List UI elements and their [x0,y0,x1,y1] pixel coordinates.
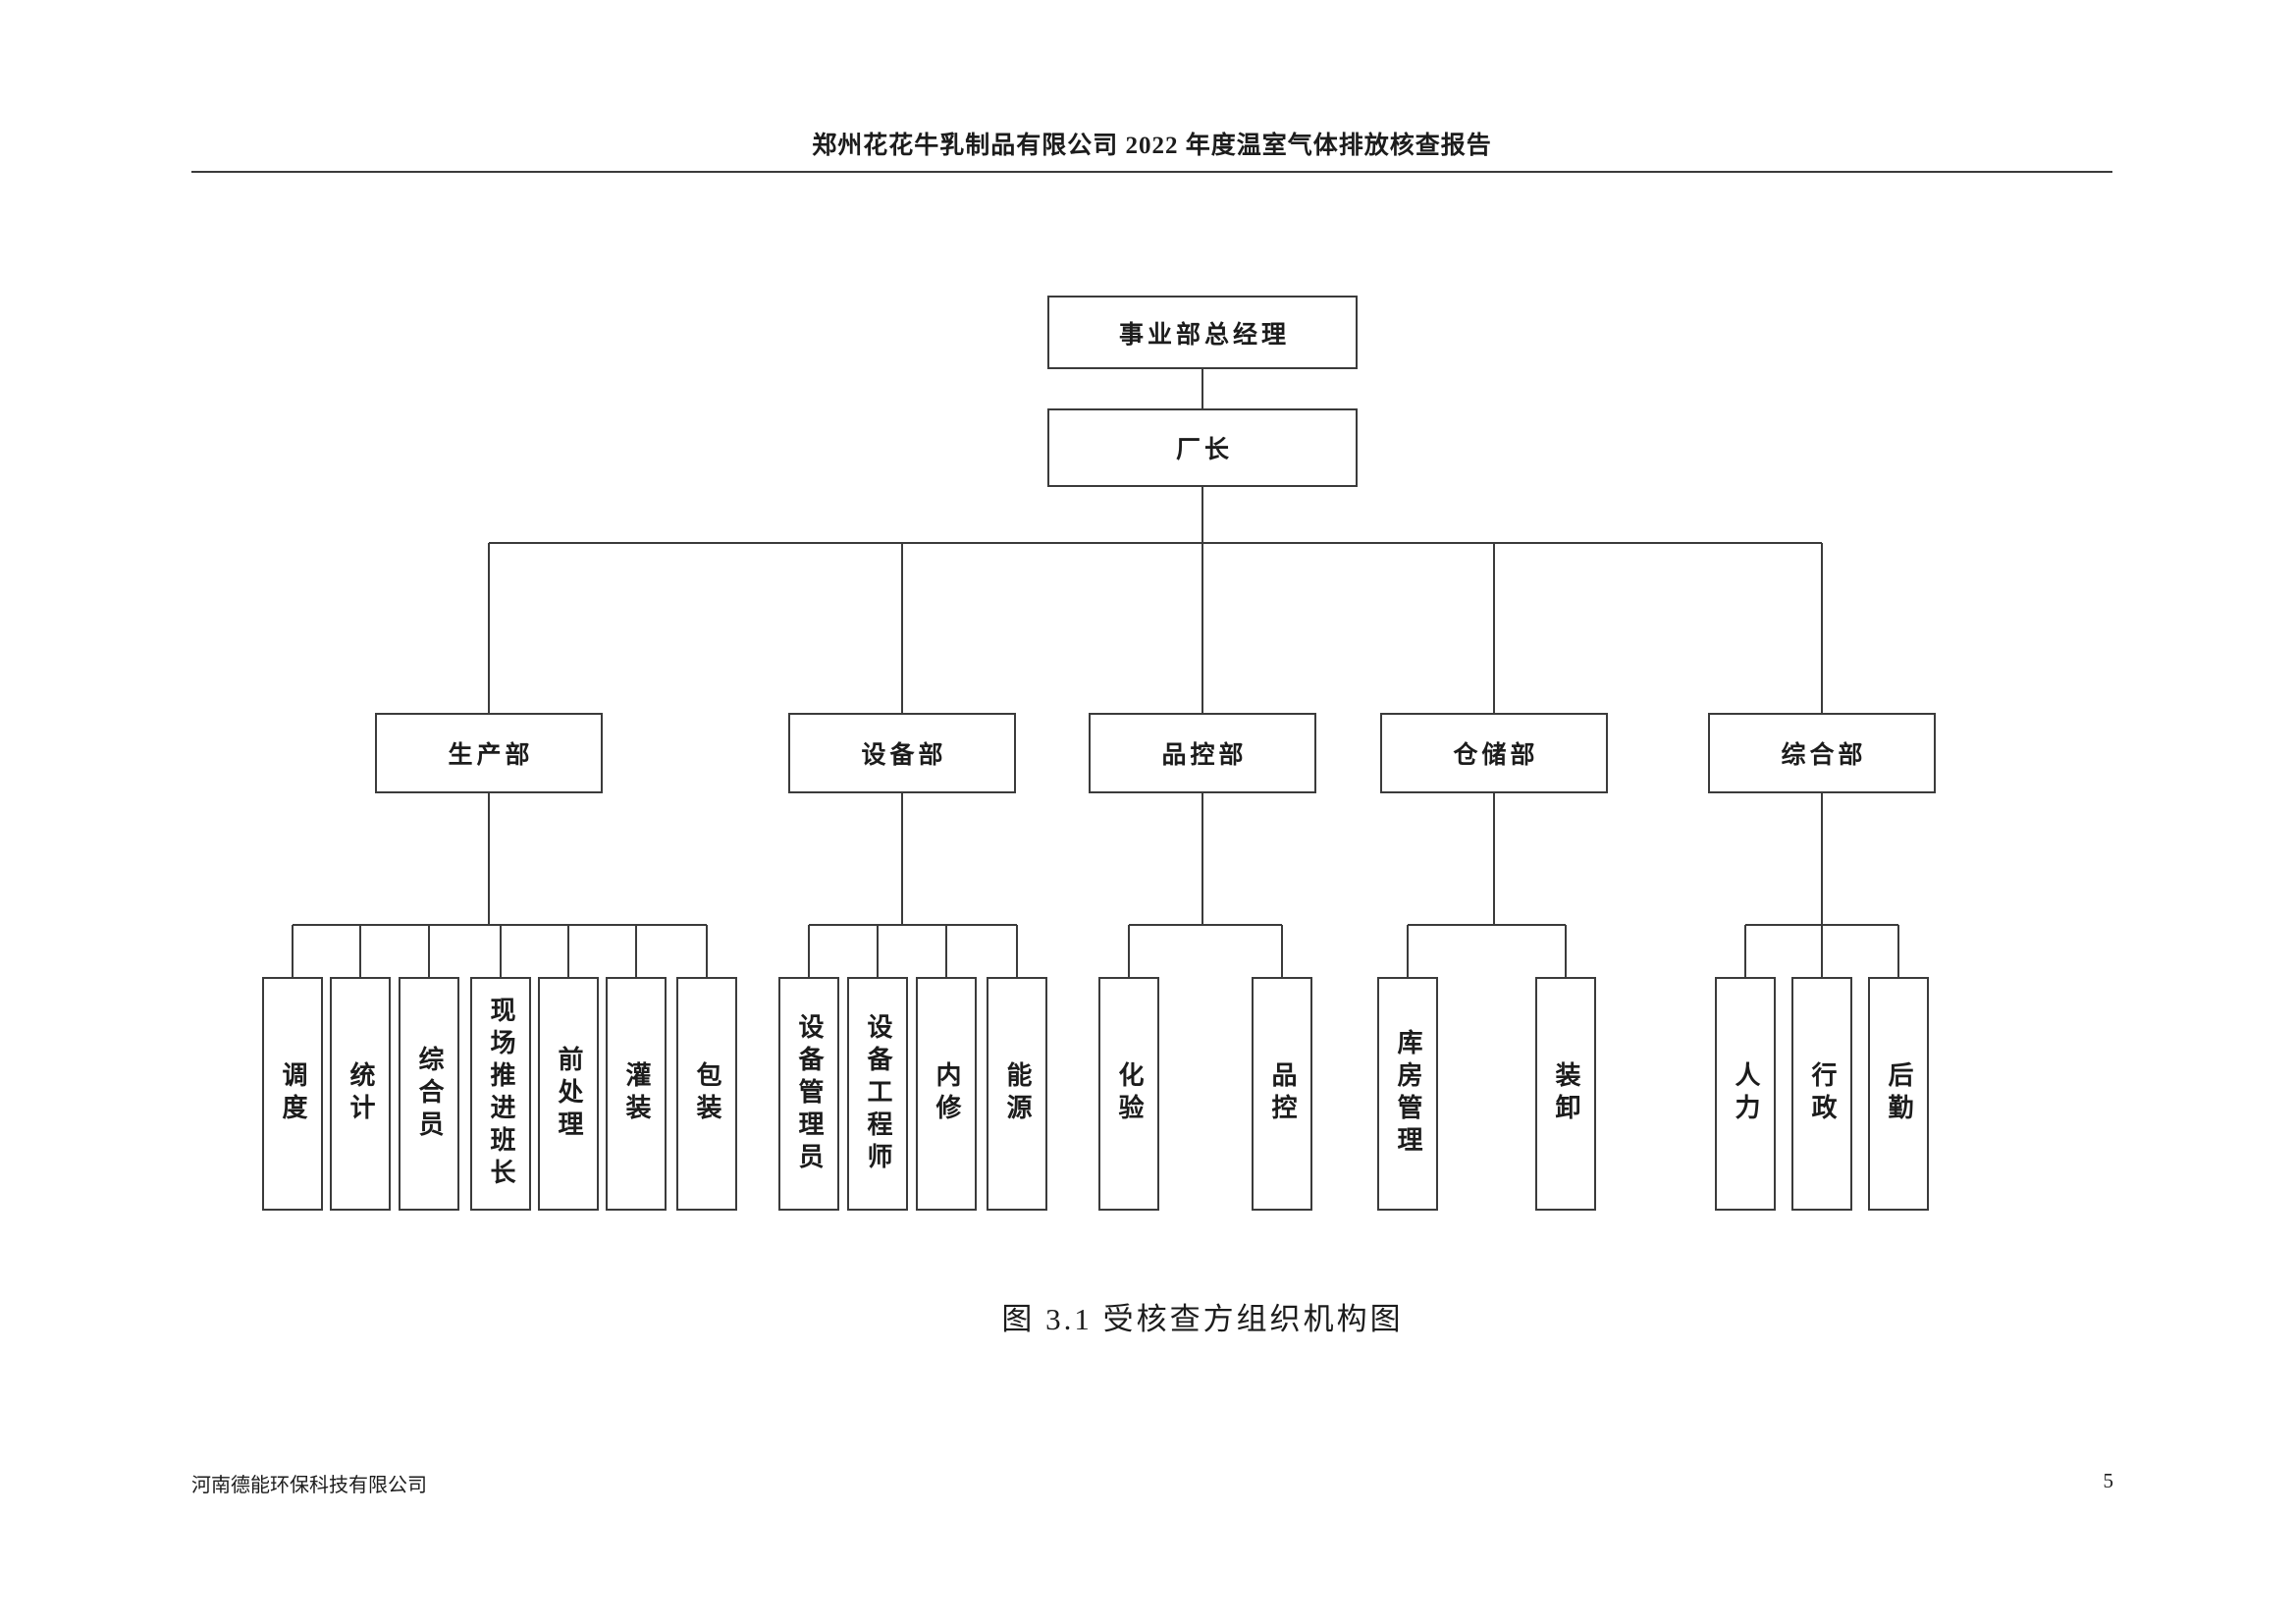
leaf-node-equipment-engineer: 设备工程师 [847,977,908,1211]
dept-node-general-affairs: 综合部 [1708,713,1936,793]
dept-node-production: 生产部 [375,713,603,793]
leaf-node-label: 灌装 [622,1061,651,1126]
leaf-node-loading-unloading: 装卸 [1535,977,1596,1211]
leaf-node-internal-repair: 内修 [916,977,977,1211]
leaf-node-label: 现场推进班长 [487,997,515,1191]
org-node-division-general-manager: 事业部总经理 [1047,296,1358,369]
leaf-node-label: 能源 [1003,1061,1032,1126]
leaf-node-label: 调度 [279,1061,307,1126]
dept-node-label: 仓储部 [1453,742,1539,769]
dept-node-quality-control: 品控部 [1089,713,1316,793]
leaf-node-quality-control: 品控 [1252,977,1312,1211]
org-node-label: 厂长 [1175,437,1233,463]
page-header-title: 郑州花花牛乳制品有限公司 2022 年度温室气体排放核查报告 [812,133,1492,159]
leaf-node-label: 设备管理员 [795,1012,824,1175]
leaf-node-label: 包装 [693,1061,721,1126]
leaf-node-lab-test: 化验 [1098,977,1159,1211]
leaf-node-administration: 行政 [1791,977,1852,1211]
dept-node-label: 生产部 [448,742,534,769]
footer-page-number: 5 [2103,1469,2114,1492]
leaf-node-label: 设备工程师 [864,1012,892,1175]
leaf-node-label: 综合员 [415,1045,444,1143]
leaf-node-statistics: 统计 [330,977,391,1211]
leaf-node-label: 库房管理 [1394,1029,1422,1159]
leaf-node-label: 化验 [1115,1061,1144,1126]
leaf-node-packaging: 包装 [676,977,737,1211]
footer-company-name: 河南德能环保科技有限公司 [191,1475,427,1496]
leaf-node-general-clerk: 综合员 [399,977,459,1211]
org-node-factory-director: 厂长 [1047,408,1358,487]
leaf-node-equipment-administrator: 设备管理员 [778,977,839,1211]
org-node-label: 事业部总经理 [1118,321,1290,349]
dept-node-label: 品控部 [1161,742,1248,769]
header-rule [191,171,2112,173]
leaf-node-dispatch: 调度 [262,977,323,1211]
leaf-node-warehouse-management: 库房管理 [1377,977,1438,1211]
leaf-node-energy: 能源 [987,977,1047,1211]
leaf-node-label: 内修 [933,1061,961,1126]
leaf-node-pretreatment: 前处理 [538,977,599,1211]
leaf-node-label: 行政 [1808,1061,1837,1126]
dept-node-label: 综合部 [1781,742,1867,769]
dept-node-warehouse: 仓储部 [1380,713,1608,793]
leaf-node-site-promotion-leader: 现场推进班长 [470,977,531,1211]
dept-node-label: 设备部 [861,742,947,769]
leaf-node-label: 前处理 [555,1045,583,1143]
leaf-node-logistics: 后勤 [1868,977,1929,1211]
leaf-node-label: 装卸 [1552,1061,1580,1126]
leaf-node-human-resources: 人力 [1715,977,1776,1211]
leaf-node-label: 统计 [347,1061,375,1126]
leaf-node-label: 人力 [1732,1061,1760,1126]
leaf-node-filling: 灌装 [606,977,667,1211]
figure-caption: 图 3.1 受核查方组织机构图 [1001,1302,1404,1336]
dept-node-equipment: 设备部 [788,713,1016,793]
leaf-node-label: 品控 [1268,1061,1297,1126]
leaf-node-label: 后勤 [1885,1061,1913,1126]
